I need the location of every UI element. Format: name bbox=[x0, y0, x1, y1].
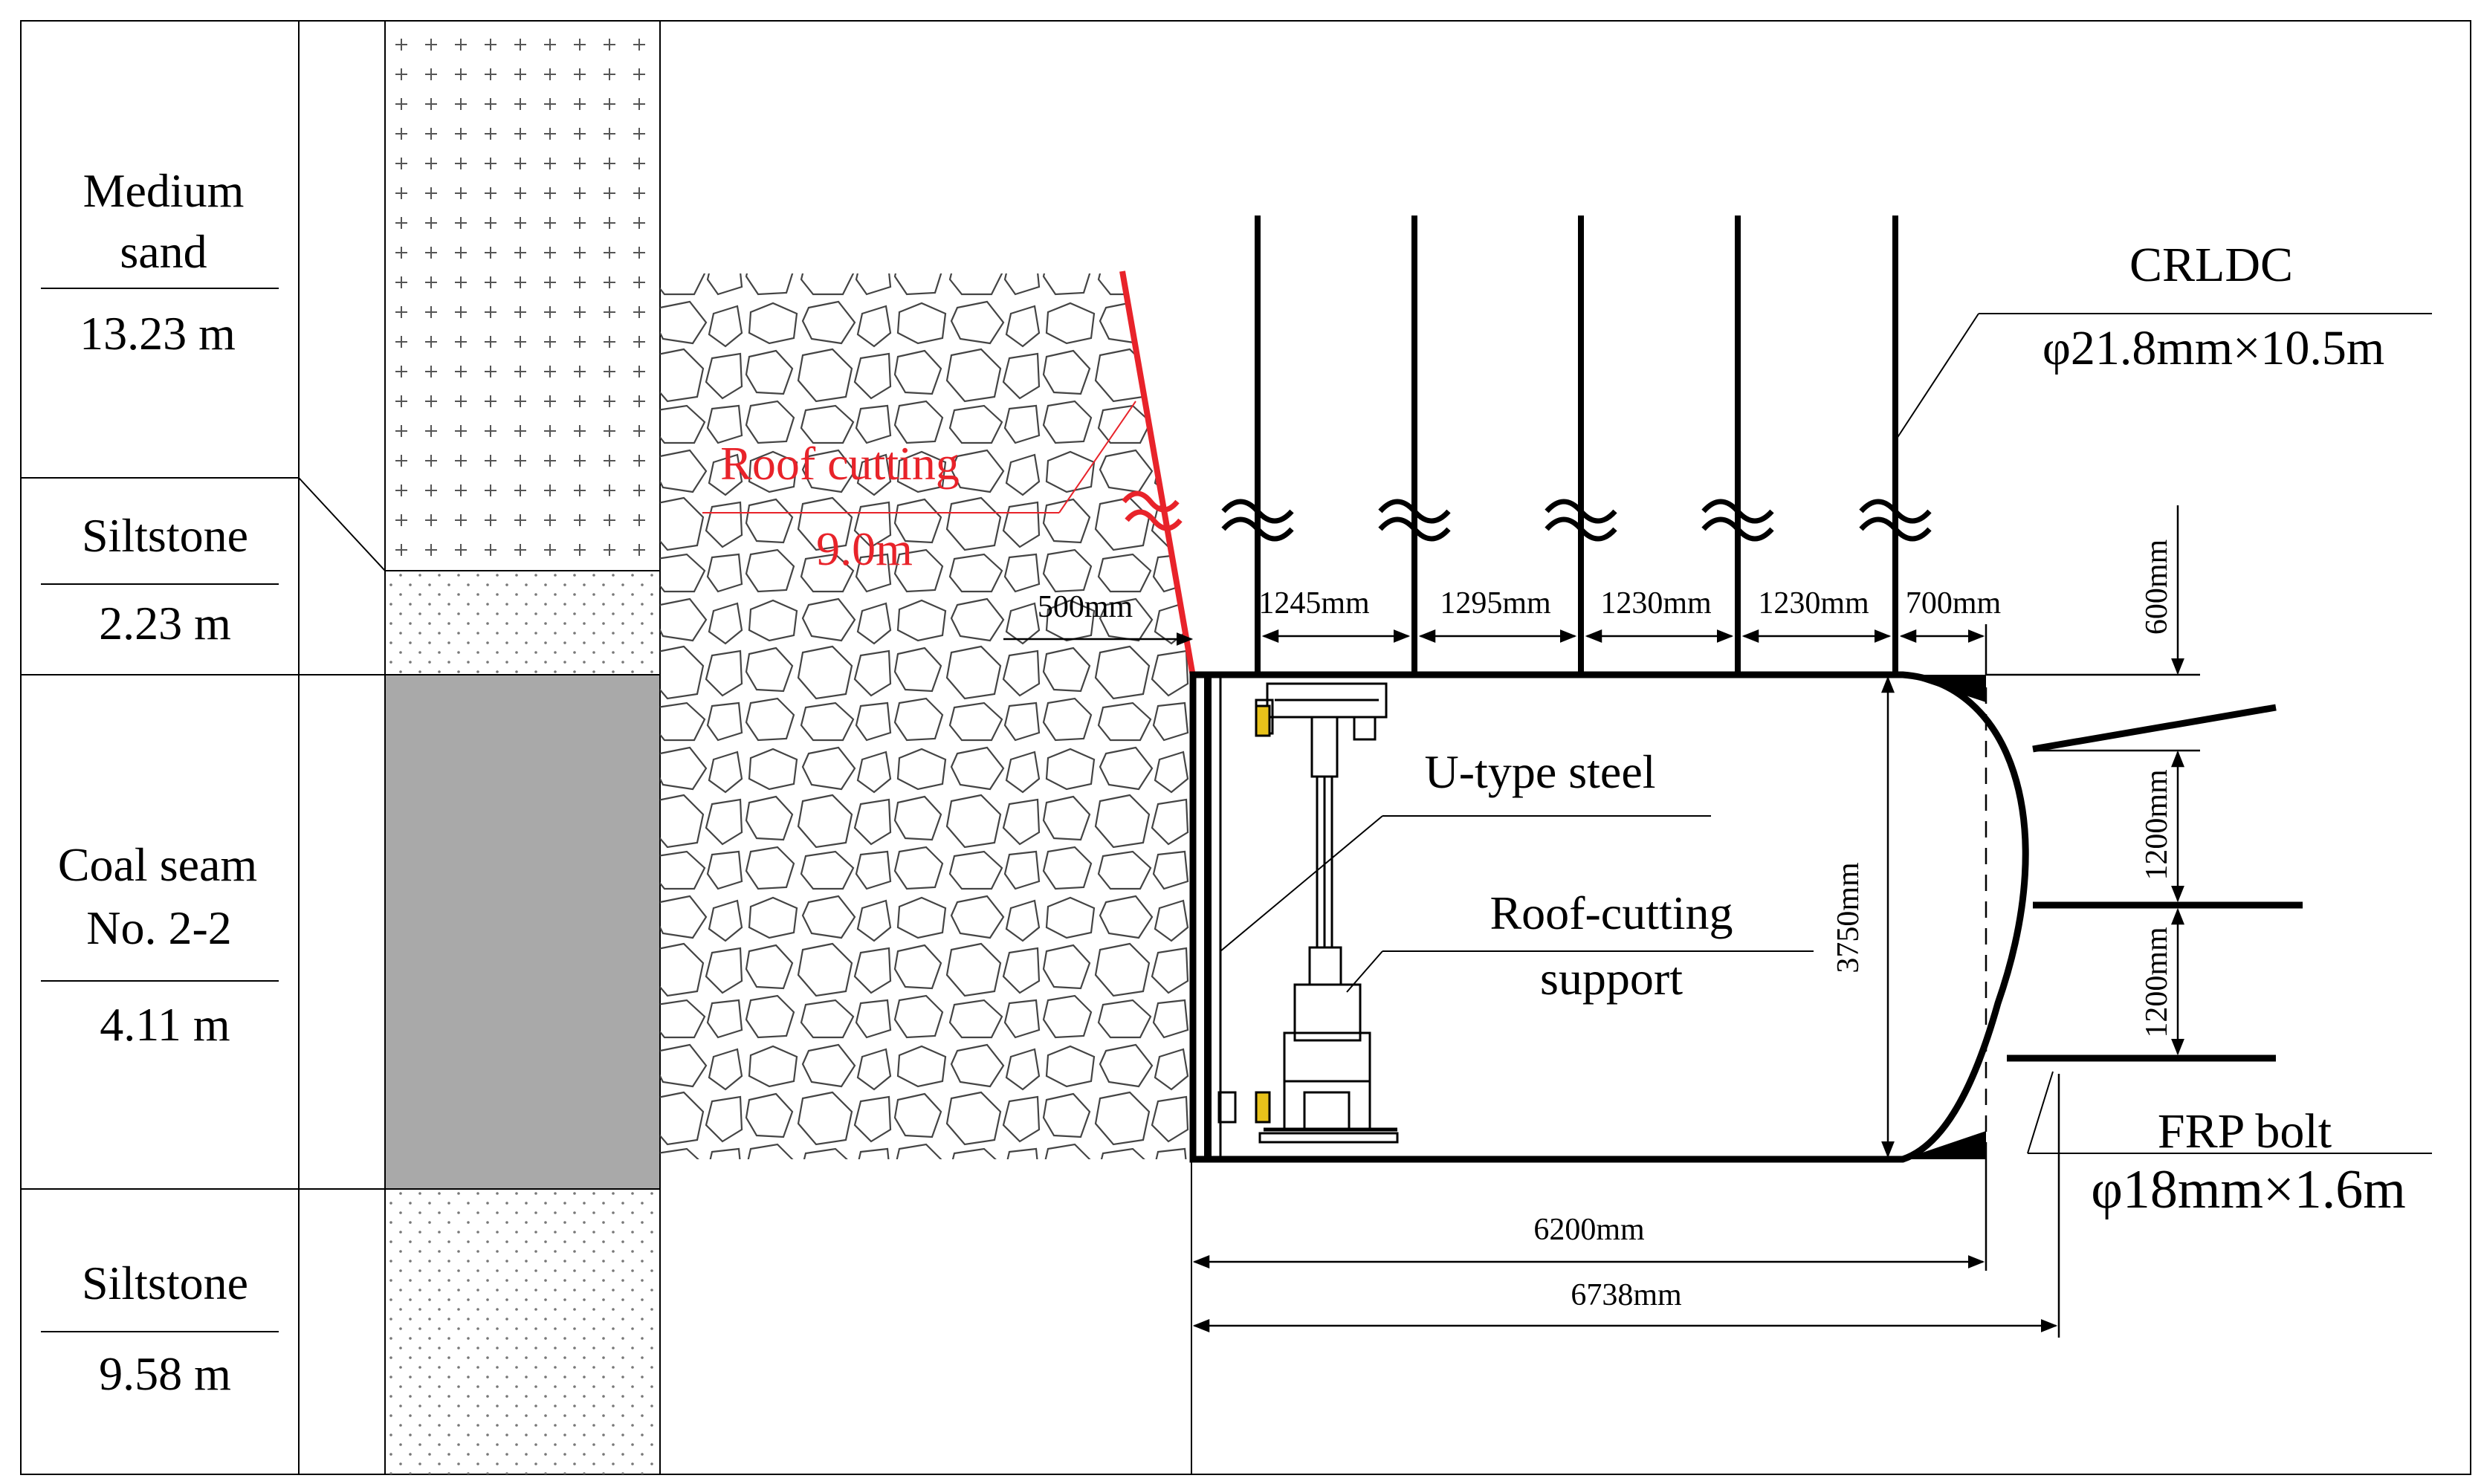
frp-bolt-spec: φ18mm×1.6m bbox=[2091, 1159, 2406, 1220]
dim-right-spacing-1: 1200mm bbox=[2140, 769, 2174, 881]
support-label-line2: support bbox=[1540, 952, 1683, 1005]
roof-cutting-line: Roof cutting 9.0m bbox=[702, 270, 1196, 677]
stratum-name-line2: sand bbox=[120, 225, 207, 278]
dim-width-outer: 6738mm bbox=[1571, 1278, 1682, 1312]
dim-spacing-3: 1230mm bbox=[1600, 586, 1712, 621]
roadway-section bbox=[1189, 671, 2029, 1163]
support-callout: Roof-cutting support bbox=[1346, 887, 1814, 1005]
roof-cutting-height: 9.0m bbox=[816, 522, 913, 575]
crldc-label: CRLDC bbox=[2129, 238, 2293, 292]
medium-sand-layer bbox=[385, 21, 660, 571]
dim-spacing-2: 1295mm bbox=[1440, 586, 1551, 621]
dim-spacing-4: 1230mm bbox=[1758, 586, 1869, 621]
stratum-thickness: 4.11 m bbox=[100, 998, 230, 1051]
siltstone-upper-layer bbox=[385, 571, 660, 675]
dim-spacing-1: 1245mm bbox=[1258, 586, 1370, 621]
stratum-name-line1: Siltstone bbox=[82, 1257, 248, 1309]
stratum-name-line1: Siltstone bbox=[82, 509, 248, 562]
outer-frame bbox=[20, 20, 2471, 1475]
dim-spacing-5: 700mm bbox=[1906, 586, 2002, 621]
support-label-line1: Roof-cutting bbox=[1490, 887, 1733, 939]
right-dimensions bbox=[1986, 505, 2200, 1056]
stratum-name-line1: Medium bbox=[83, 164, 245, 217]
stratum-thickness: 13.23 m bbox=[80, 307, 236, 360]
dim-top-offset: 500mm bbox=[1038, 590, 1133, 624]
stratum-thickness: 2.23 m bbox=[99, 597, 231, 649]
stratigraphic-column: Medium sand 13.23 m Siltstone 2.23 m Coa… bbox=[21, 21, 661, 1474]
siltstone-lower-layer bbox=[385, 1189, 660, 1474]
dim-right-top: 600mm bbox=[2140, 540, 2174, 635]
top-dimensions bbox=[1003, 624, 1987, 675]
roof-cutting-support bbox=[1217, 682, 1399, 1144]
frp-bolts: FRP bolt φ18mm×1.6m bbox=[2007, 704, 2432, 1220]
dim-right-spacing-2: 1200mm bbox=[2140, 927, 2174, 1038]
stratum-thickness: 9.58 m bbox=[99, 1347, 231, 1400]
stratum-name-line1: Coal seam bbox=[58, 838, 257, 891]
crldc-spec: φ21.8mm×10.5m bbox=[2042, 321, 2384, 375]
crldc-cables: CRLDC φ21.8mm×10.5m bbox=[1221, 216, 2432, 675]
coal-seam-layer bbox=[385, 675, 660, 1189]
u-type-steel-label: U-type steel bbox=[1425, 745, 1656, 798]
u-type-steel-callout: U-type steel bbox=[1220, 745, 1711, 952]
stratum-name-line2: No. 2-2 bbox=[86, 901, 232, 954]
frp-bolt-label: FRP bolt bbox=[2158, 1104, 2332, 1159]
dim-height: 3750mm bbox=[1831, 862, 1866, 973]
bottom-dimensions bbox=[1192, 1074, 2060, 1338]
dim-width-inner: 6200mm bbox=[1533, 1213, 1645, 1247]
caved-rubble-zone bbox=[660, 273, 1191, 1159]
roof-cutting-label: Roof cutting bbox=[720, 437, 960, 490]
